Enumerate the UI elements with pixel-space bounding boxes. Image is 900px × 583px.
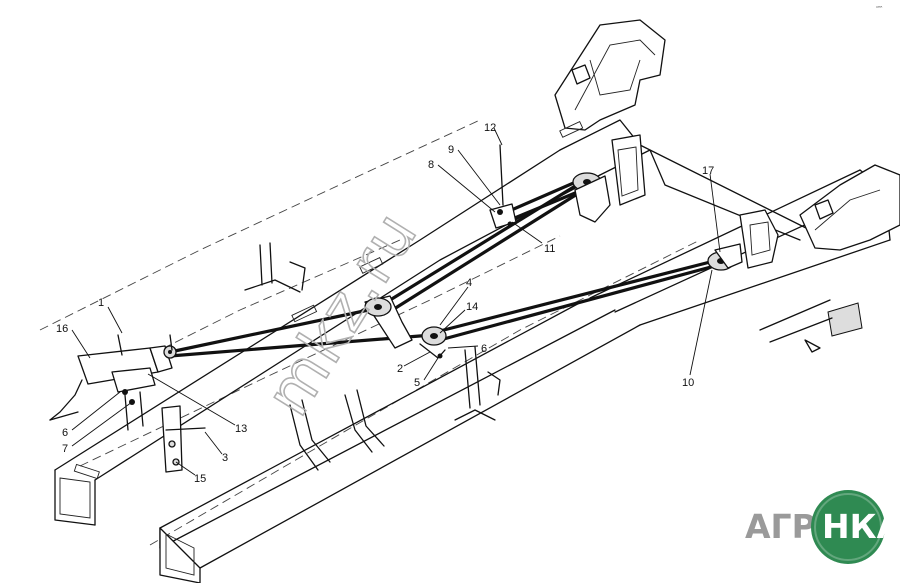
- callout-13: 13: [235, 423, 247, 435]
- callout-3: 3: [222, 452, 228, 464]
- callout-12: 12: [484, 122, 496, 134]
- callout-1: 1: [98, 297, 104, 309]
- winch-assembly: [49, 334, 206, 473]
- callout-14: 14: [466, 301, 478, 313]
- tine-mounts: [244, 242, 501, 471]
- callout-6-left: 6: [62, 427, 68, 439]
- pulley-3: [572, 172, 611, 223]
- leader-lines: [71, 127, 721, 476]
- agronka-logo: АГРО НКА: [745, 490, 900, 564]
- logo-badge-circle: [811, 490, 885, 564]
- callout-16: 16: [56, 323, 68, 335]
- corner-mark: ⁰ᴿᴿ: [876, 6, 883, 12]
- callout-2: 2: [397, 363, 403, 375]
- callout-11: 11: [544, 243, 555, 255]
- pulley-1: [364, 295, 413, 349]
- callout-10: 10: [682, 377, 694, 389]
- callout-7: 7: [62, 443, 68, 455]
- pulley-4: [707, 243, 743, 271]
- pulley-2: [419, 326, 447, 359]
- callout-8: 8: [428, 159, 434, 171]
- callout-6-right: 6: [481, 343, 487, 355]
- watermark-text: mkz.ru: [251, 198, 432, 428]
- callout-labels: 1 2 3 4 5 6 6 7 8 9 10 11 12 13 14 15 16…: [56, 122, 714, 485]
- callout-15: 15: [194, 473, 206, 485]
- callout-5: 5: [414, 377, 420, 389]
- callout-9: 9: [448, 144, 454, 156]
- logo-badge-text: НКА: [822, 507, 900, 546]
- tensioner-bracket: [489, 144, 517, 229]
- cable-system: [168, 176, 724, 358]
- callout-17: 17: [702, 165, 714, 177]
- callout-4: 4: [466, 277, 472, 289]
- frame-structure: [39, 19, 900, 583]
